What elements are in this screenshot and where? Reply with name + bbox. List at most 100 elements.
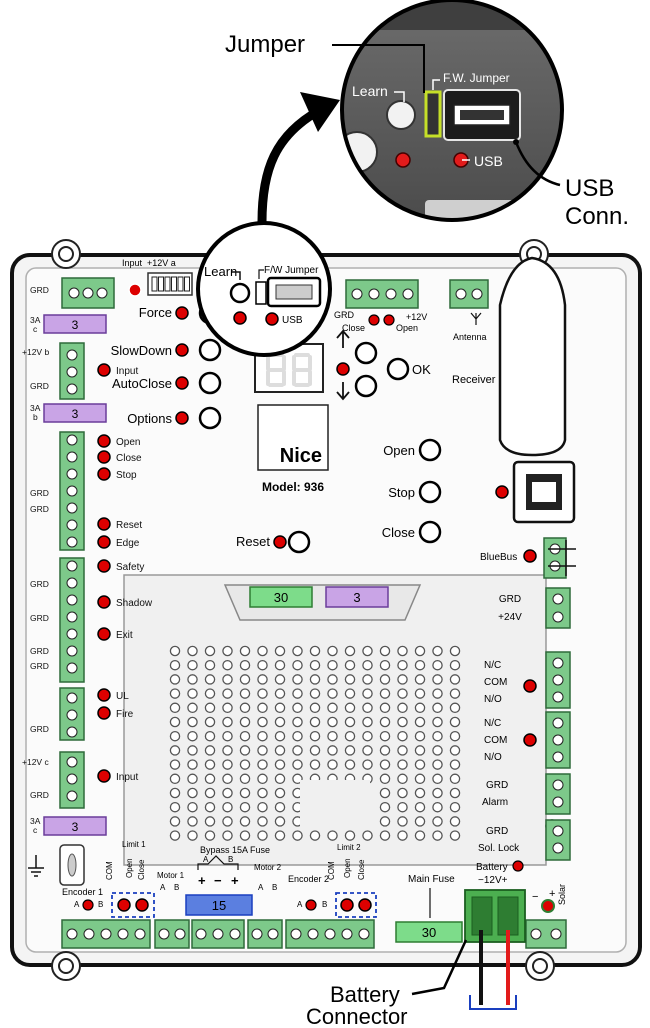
perf-hole [169, 773, 181, 785]
updown-arrows [336, 329, 350, 401]
ok-button[interactable] [386, 357, 410, 381]
label-bypass-plus1: + [198, 873, 206, 888]
limit2-box [335, 892, 377, 918]
fuse-main [395, 921, 463, 943]
model-label: Model: 936 [262, 480, 324, 494]
perf-hole [379, 801, 391, 813]
label-force: Force [139, 305, 172, 320]
down-button[interactable] [354, 374, 378, 398]
perf-hole [274, 801, 286, 813]
label-solar: Solar [557, 884, 567, 905]
label-shadow-left: Shadow [116, 598, 153, 609]
perf-hole [222, 659, 233, 671]
fuse-main-value: 30 [422, 925, 436, 940]
label-3a-c-1b: c [33, 324, 38, 334]
perf-hole [414, 830, 426, 841]
battery-bracket [469, 995, 517, 1010]
autoclose-button-group[interactable] [175, 371, 222, 395]
close-button[interactable] [418, 520, 442, 544]
options-button[interactable] [198, 406, 222, 430]
perf-hole [169, 745, 181, 756]
perf-hole [222, 716, 233, 728]
header-pin [171, 276, 177, 292]
header-pins [151, 276, 190, 292]
slowdown-button[interactable] [198, 338, 222, 362]
status-led [97, 595, 111, 609]
perf-hole [344, 674, 356, 685]
perf-hole [257, 745, 268, 756]
label-12v-c: +12V c [22, 757, 49, 767]
perf-hole [327, 730, 338, 742]
label-learn-small: Learn [204, 264, 237, 279]
callout-jumper: Jumper [225, 31, 305, 58]
perf-hole [187, 730, 198, 742]
perf-hole [309, 730, 321, 742]
perf-hole [257, 787, 268, 799]
perf-hole [414, 688, 426, 699]
label-grd-top: GRD [334, 310, 355, 320]
perf-hole [449, 745, 461, 756]
perf-hole [292, 830, 303, 841]
label-bypass: Bypass 15A Fuse [200, 845, 270, 855]
terminal-pin [66, 366, 78, 378]
label-3a-b2: b [33, 412, 38, 422]
perf-hole [274, 702, 286, 714]
perf-hole [309, 759, 321, 770]
led-input-12v [128, 283, 142, 297]
perf-hole [309, 716, 321, 728]
perf-hole [397, 801, 408, 813]
terminal-pin [66, 594, 78, 606]
label-encoder-1: Encoder 1 [62, 887, 103, 897]
perf-hole [414, 787, 426, 799]
terminal-pin [66, 611, 78, 623]
perf-hole [362, 730, 373, 742]
perf-hole [169, 716, 181, 728]
terminal-pin [66, 434, 78, 446]
perf-hole [222, 816, 233, 827]
slowdown-button-group[interactable] [175, 338, 222, 362]
terminal-pin [100, 928, 112, 940]
header-pin [158, 276, 164, 292]
perf-hole [432, 645, 443, 657]
label-fw-jumper-small: F/W Jumper [264, 265, 319, 276]
perf-hole [222, 759, 233, 770]
callout-battery-line1: Battery [330, 982, 400, 1007]
terminal-pin [251, 928, 263, 940]
fuse-3a-c-top-value: 3 [72, 318, 79, 332]
reset-button[interactable] [287, 530, 311, 554]
label-open-limit2: Open [343, 858, 352, 878]
perf-hole [274, 787, 286, 799]
perf-hole [222, 801, 233, 813]
label-options: Options [127, 411, 172, 426]
label-3a-c-2: 3A [30, 816, 41, 826]
perf-hole [362, 830, 373, 841]
receiver-module [498, 256, 567, 457]
perf-hole [379, 702, 391, 714]
perf-hole [327, 716, 338, 728]
zoom-circle-outline [340, 0, 564, 222]
perf-hole [432, 801, 443, 813]
label-3a-b: 3A [30, 403, 41, 413]
perf-hole [414, 801, 426, 813]
label-fire-left: Fire [116, 709, 134, 720]
open-button[interactable] [418, 438, 442, 462]
perf-hole [169, 645, 181, 657]
status-led [97, 706, 111, 720]
perf-hole [187, 830, 198, 841]
perf-hole [414, 645, 426, 657]
up-button[interactable] [354, 341, 378, 365]
fw-jumper-small[interactable] [255, 281, 267, 305]
perf-hole [449, 830, 461, 841]
perf-hole [327, 759, 338, 770]
label-fw-jumper-zoom: F.W. Jumper [443, 71, 510, 85]
options-button-group[interactable] [175, 406, 222, 430]
learn-button-small[interactable] [229, 282, 251, 304]
perf-hole [239, 787, 251, 799]
autoclose-button[interactable] [198, 371, 222, 395]
stop-button[interactable] [418, 480, 442, 504]
perf-hole [187, 745, 198, 756]
perf-hole [169, 659, 181, 671]
label-3a-c-2b: c [33, 825, 38, 835]
label-input-12v-a: Input +12V a [122, 258, 176, 268]
perf-hole [292, 659, 303, 671]
